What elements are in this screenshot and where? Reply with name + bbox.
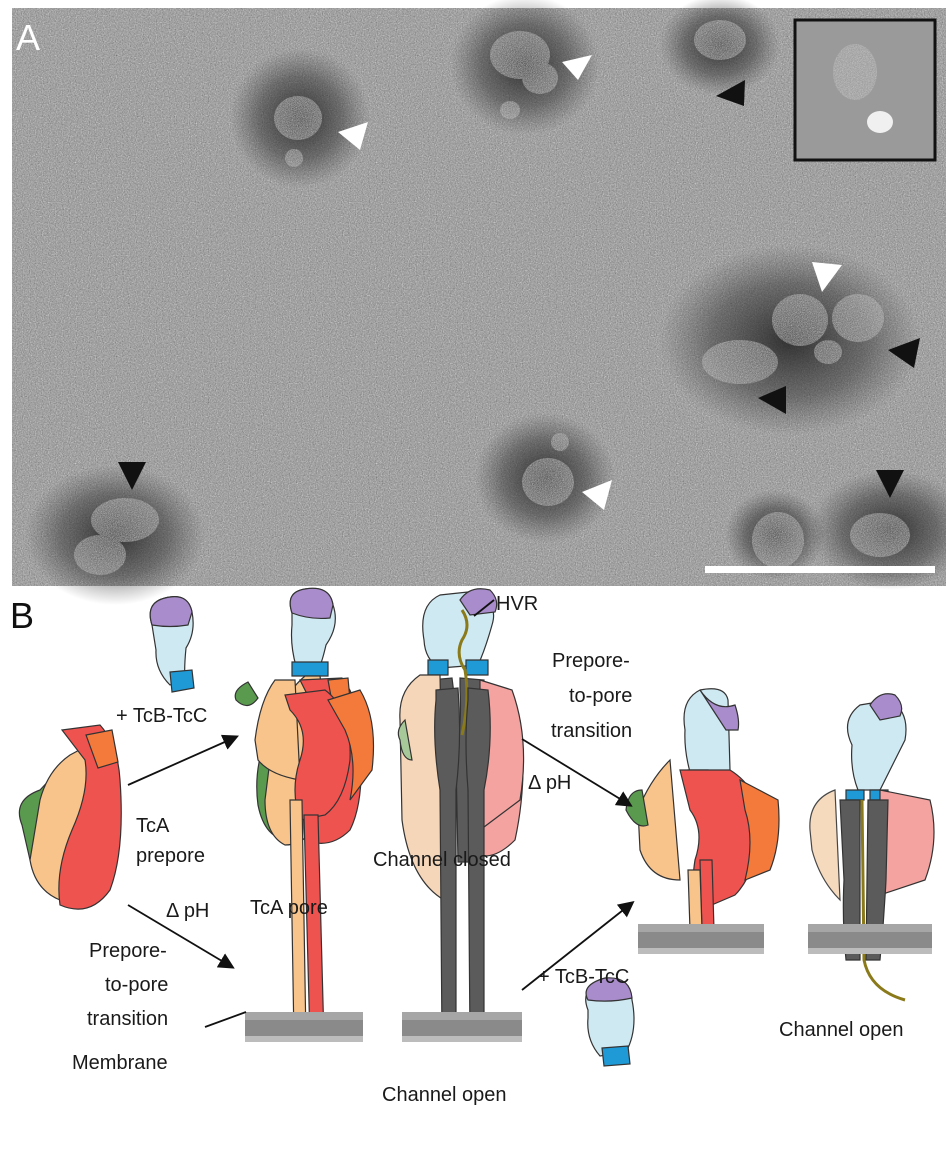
label-membrane: Membrane bbox=[72, 1052, 168, 1074]
tcb-tcc-cocoon-bottom bbox=[585, 977, 635, 1067]
scale-bar bbox=[705, 566, 935, 573]
label-channel-closed: Channel closed bbox=[373, 849, 511, 871]
label-delta-ph-bottom: Δ pH bbox=[166, 900, 209, 922]
membrane-bottom-middle bbox=[402, 1012, 522, 1042]
membrane-right-top bbox=[638, 924, 764, 954]
pore-with-tcb-tcc bbox=[625, 688, 780, 931]
black-arrowheads bbox=[118, 80, 920, 498]
label-prepore-to-pore-bottom-2: to-pore bbox=[105, 974, 168, 996]
panel-b-schematic: B bbox=[10, 587, 935, 1106]
label-prepore-to-pore-top-2: to-pore bbox=[569, 685, 632, 707]
label-hvr: HVR bbox=[496, 593, 538, 615]
membrane-far-right bbox=[808, 924, 932, 954]
label-prepore-to-pore-bottom-1: Prepore- bbox=[89, 940, 167, 962]
panel-a-letter: A bbox=[16, 17, 40, 58]
panel-b-letter: B bbox=[10, 595, 34, 636]
label-delta-ph-top: Δ pH bbox=[528, 772, 571, 794]
membrane-bottom-left bbox=[245, 1012, 363, 1042]
label-tca-prepore-1: TcA bbox=[136, 815, 170, 837]
arrows bbox=[127, 599, 635, 1028]
label-prepore-to-pore-bottom-3: transition bbox=[87, 1008, 168, 1030]
tca-pore bbox=[234, 679, 375, 1041]
label-channel-open-bottom: Channel open bbox=[382, 1084, 507, 1106]
channel-open-bottom-cross-section bbox=[397, 674, 525, 1041]
label-tcb-tcc-bottom: + TcB-TcC bbox=[538, 966, 629, 988]
micrograph-inset bbox=[793, 18, 937, 162]
channel-open-right bbox=[809, 693, 935, 1002]
tca-prepore bbox=[18, 724, 122, 910]
label-tca-prepore-2: prepore bbox=[136, 845, 205, 867]
label-tcb-tcc-top: + TcB-TcC bbox=[116, 705, 207, 727]
label-prepore-to-pore-top-1: Prepore- bbox=[552, 650, 630, 672]
label-channel-open-right: Channel open bbox=[779, 1019, 904, 1041]
label-prepore-to-pore-top-3: transition bbox=[551, 720, 632, 742]
label-tca-pore: TcA pore bbox=[250, 897, 328, 919]
white-arrowheads bbox=[338, 55, 842, 510]
panel-a-micrograph: A bbox=[12, 0, 946, 605]
tcb-tcc-cocoon-top bbox=[149, 596, 195, 693]
